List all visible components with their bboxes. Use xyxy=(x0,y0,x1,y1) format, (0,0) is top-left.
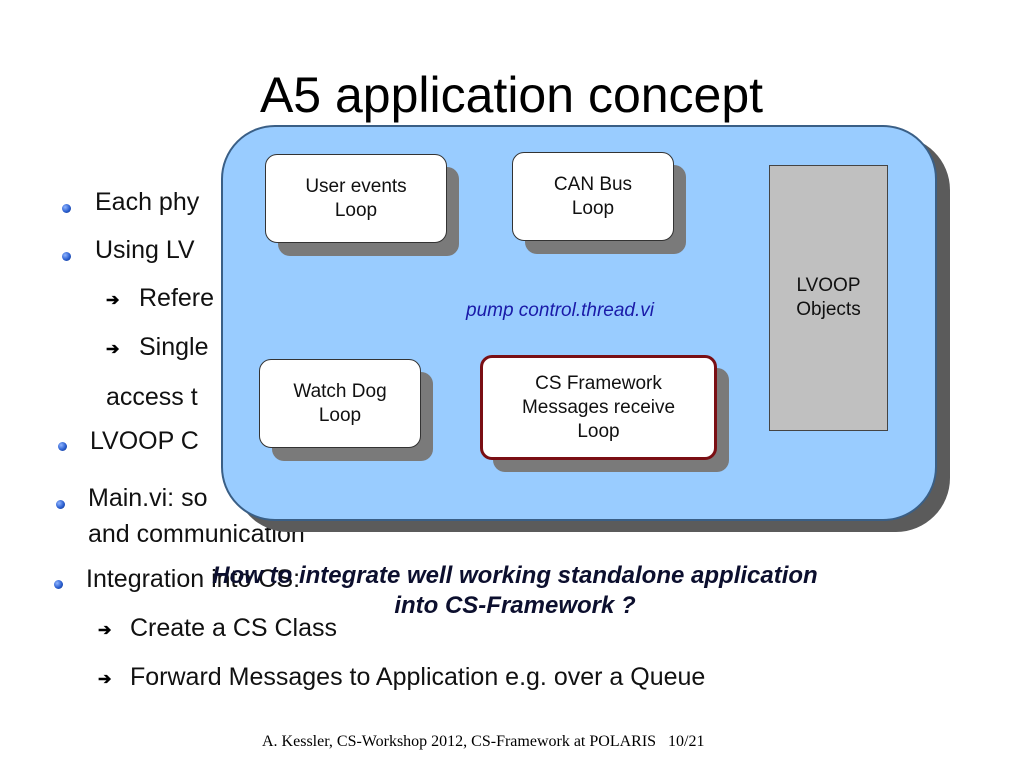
bullet-text: Each phy xyxy=(95,188,200,216)
continuation-text: access t xyxy=(106,383,198,411)
question-line-1: How to integrate well working standalone… xyxy=(212,562,818,589)
bullet-text: LVOOP C xyxy=(90,427,199,455)
bullet-icon xyxy=(56,500,65,509)
slide-footer: A. Kessler, CS-Workshop 2012, CS-Framewo… xyxy=(262,733,705,750)
arrow-right-icon: ➔ xyxy=(98,671,112,688)
bullet-text: Using LV xyxy=(95,236,195,264)
can-bus-loop-box: CAN Bus Loop xyxy=(512,152,674,241)
cs-framework-loop-box: CS Framework Messages receive Loop xyxy=(480,355,717,460)
bullet-text: Integration into CS: xyxy=(86,565,301,593)
bullet-icon xyxy=(62,252,71,261)
sub-bullet-text: Forward Messages to Application e.g. ove… xyxy=(130,663,706,691)
bullet-text: Main.vi: so xyxy=(88,484,208,512)
arrow-right-icon: ➔ xyxy=(98,622,112,639)
question-line-2: into CS-Framework ? xyxy=(394,592,636,619)
slide-title: A5 application concept xyxy=(259,67,764,123)
thread-vi-label: pump control.thread.vi xyxy=(466,300,654,321)
user-events-loop-box: User events Loop xyxy=(265,154,447,243)
lvoop-objects-box: LVOOP Objects xyxy=(769,165,888,431)
arrow-right-icon: ➔ xyxy=(106,292,120,309)
overlay-question: How to integrate well working standalone… xyxy=(120,561,910,621)
bullet-icon xyxy=(54,580,63,589)
sub-bullet-text: Create a CS Class xyxy=(130,614,338,642)
arrow-right-icon: ➔ xyxy=(106,341,120,358)
watch-dog-loop-box: Watch Dog Loop xyxy=(259,359,421,448)
bullet-icon xyxy=(58,442,67,451)
sub-bullet-text: Refere xyxy=(139,284,215,312)
sub-bullet-text: Single xyxy=(139,333,209,361)
bullet-icon xyxy=(62,204,71,213)
